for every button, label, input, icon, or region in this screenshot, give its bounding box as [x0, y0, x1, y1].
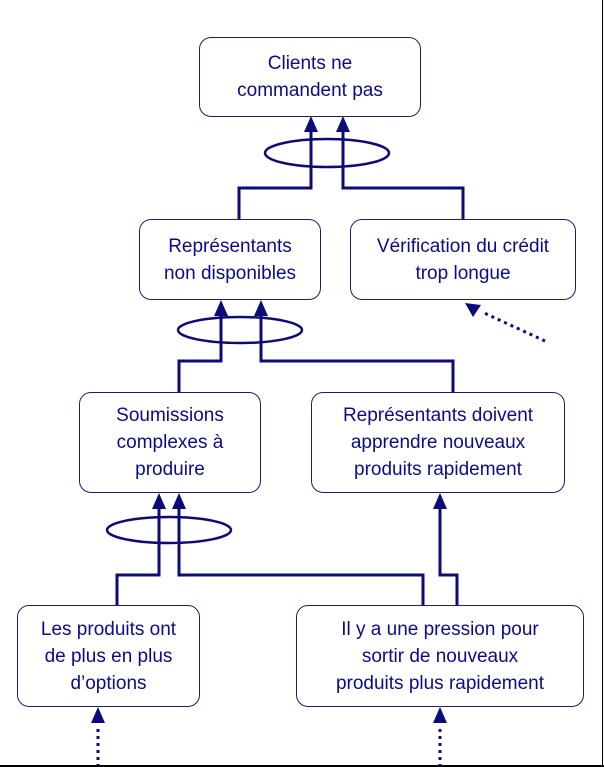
arrowhead: [214, 300, 228, 316]
node-text: Il y a une pression pour sortir de nouve…: [336, 616, 544, 697]
page-border-right: [602, 0, 603, 767]
connector-line: [341, 131, 465, 219]
arrowhead: [172, 493, 186, 509]
node-text: Représentants doivent apprendre nouveaux…: [343, 402, 533, 483]
arrowhead: [254, 300, 268, 316]
node-text: Représentants non disponibles: [164, 233, 296, 287]
node-line: Il y a une pression pour: [341, 618, 539, 640]
arrowhead: [304, 116, 318, 132]
node-line: Vérification du crédit: [376, 235, 550, 257]
node-produits-plus-options: Les produits ont de plus en plus d’optio…: [17, 605, 200, 707]
node-text: Clients ne commandent pas: [237, 50, 383, 104]
arrowhead: [336, 116, 350, 132]
connector-line: [177, 508, 425, 605]
node-line: Représentants: [168, 235, 292, 257]
node-line: Clients ne: [267, 53, 353, 74]
page-border-bottom: [0, 765, 604, 767]
node-text: Vérification du crédit trop longue: [377, 233, 549, 287]
node-line: Soumissions: [116, 405, 224, 426]
arrowhead: [433, 707, 447, 723]
node-line: trop longue: [415, 262, 511, 284]
node-verification-du-credit: Vérification du crédit trop longue: [350, 219, 576, 300]
arrowhead: [152, 493, 166, 509]
node-line: apprendre nouveaux: [350, 432, 526, 453]
connector-line: [177, 315, 223, 392]
node-clients-ne-commandent-pas: Clients ne commandent pas: [199, 37, 421, 117]
dotted-connector: [481, 310, 546, 343]
connectors: [91, 116, 546, 767]
node-line: non disponibles: [163, 262, 297, 284]
and-junction-ellipse: [263, 137, 391, 169]
and-junction-ellipse: [105, 515, 233, 545]
connector-line: [237, 131, 313, 219]
node-representants-doivent-apprendre: Représentants doivent apprendre nouveaux…: [311, 392, 565, 493]
arrowhead: [91, 707, 105, 723]
node-soumissions-complexes: Soumissions complexes à produire: [79, 392, 261, 493]
node-line: produits rapidement: [354, 459, 522, 480]
node-line: de plus en plus: [44, 645, 173, 667]
node-line: d’options: [70, 672, 147, 694]
node-line: Représentants doivent: [342, 405, 534, 426]
node-pression-nouveaux-produits: Il y a une pression pour sortir de nouve…: [296, 605, 584, 707]
node-line: complexes à: [116, 432, 224, 453]
connector-line: [259, 315, 455, 392]
connector-line: [115, 508, 161, 605]
node-line: Les produits ont: [40, 618, 177, 640]
arrowhead: [465, 303, 481, 317]
node-line: produire: [135, 459, 205, 480]
connector-line: [438, 508, 459, 605]
node-line: produits plus rapidement: [335, 672, 545, 694]
node-representants-non-disponibles: Représentants non disponibles: [139, 219, 321, 300]
arrowhead: [433, 493, 447, 509]
node-text: Les produits ont de plus en plus d’optio…: [41, 616, 176, 697]
node-line: sortir de nouveaux: [361, 645, 519, 667]
node-line: commandent pas: [237, 80, 383, 101]
node-text: Soumissions complexes à produire: [116, 402, 224, 483]
and-junction-ellipse: [176, 315, 304, 345]
